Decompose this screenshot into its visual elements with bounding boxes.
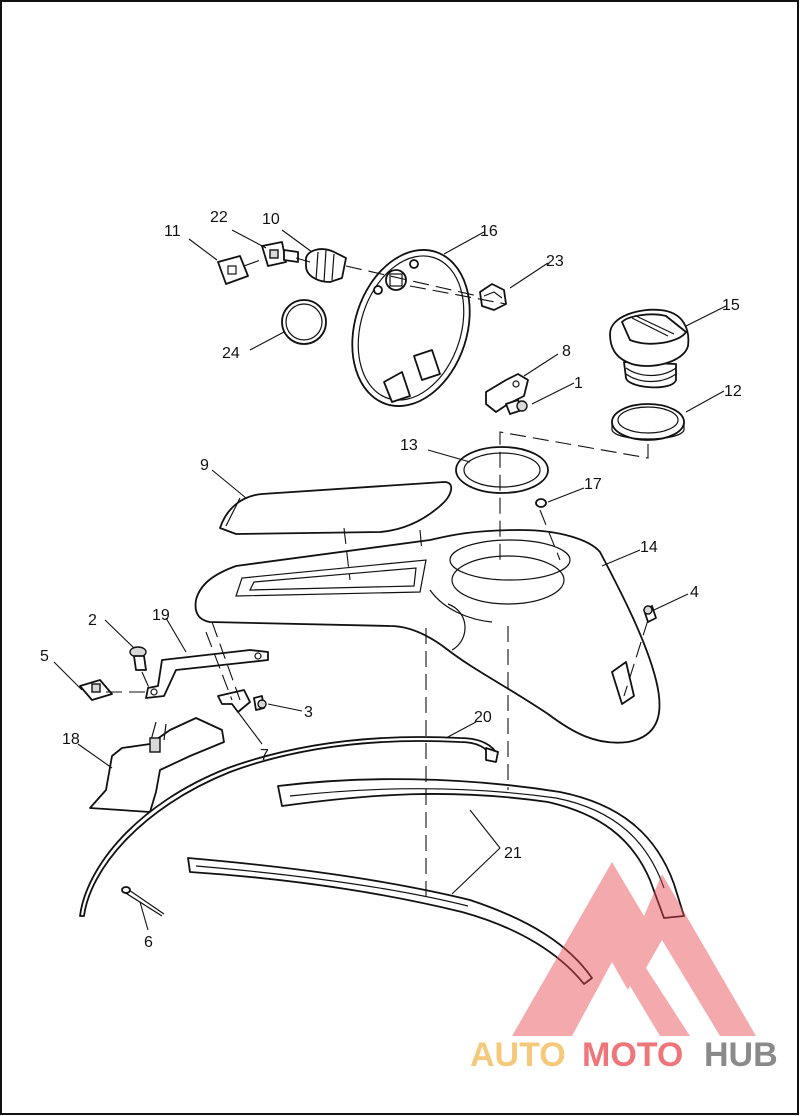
part-13-ring: [455, 446, 549, 494]
callout-1: 1: [574, 375, 583, 392]
callout-20: 20: [474, 709, 492, 726]
part-16-door-plate: [351, 249, 471, 407]
callout-24: 24: [222, 345, 240, 362]
part-6-cotter-pin: [121, 886, 165, 917]
part-21-trim-strip-upper: [277, 778, 685, 919]
callout-6: 6: [144, 934, 153, 951]
callout-9: 9: [200, 457, 209, 474]
part-5-clip-nut: [79, 679, 113, 701]
part-10-lock-body: [305, 248, 347, 283]
watermark-text-hub: HUB: [704, 1036, 778, 1074]
watermark-text-auto: AUTO: [470, 1036, 566, 1074]
callout-21: 21: [504, 845, 522, 862]
part-21-trim-strip-lower: [187, 857, 593, 985]
callout-23: 23: [546, 253, 564, 270]
part-22-lock-cylinder: [261, 241, 299, 267]
callout-7: 7: [260, 747, 269, 764]
callout-15: 15: [722, 297, 740, 314]
part-4-screw: [643, 605, 657, 623]
part-8-hinge-bracket: [485, 373, 529, 413]
callout-8: 8: [562, 343, 571, 360]
part-9-pad: [219, 481, 453, 535]
callout-13: 13: [400, 437, 418, 454]
part-14-console: [194, 529, 661, 744]
part-2-bolt: [129, 646, 147, 671]
part-24-o-ring: [281, 299, 327, 345]
callouts: 1 2 3 4 5 6 7 8 9 10 11 12 13 14 15 16 1…: [40, 209, 742, 951]
watermark-logo: [512, 862, 756, 1036]
callout-4: 4: [690, 584, 699, 601]
callout-12: 12: [724, 383, 742, 400]
callout-18: 18: [62, 731, 80, 748]
callout-17: 17: [584, 476, 602, 493]
callout-3: 3: [304, 704, 313, 721]
part-19-bracket: [145, 649, 269, 699]
part-15-fuel-cap: [609, 308, 690, 389]
callout-2: 2: [88, 612, 97, 629]
part-1-screw: [505, 399, 528, 415]
part-17-bumper: [535, 498, 547, 508]
callout-19: 19: [152, 607, 170, 624]
part-12-gasket: [611, 403, 685, 441]
part-18-latch: [89, 717, 225, 813]
watermark-triangle-icon: [512, 862, 756, 1036]
part-3-screw: [253, 695, 267, 711]
part-11-key-plate: [217, 255, 249, 285]
assembly-lines: [106, 257, 649, 900]
callout-22: 22: [210, 209, 228, 226]
callout-11: 11: [164, 223, 181, 240]
callout-5: 5: [40, 648, 49, 665]
leader-lines: [53, 229, 727, 931]
callout-16: 16: [480, 223, 498, 240]
watermark-text: AUTO MOTO HUB: [470, 1036, 778, 1074]
watermark-text-moto: MOTO: [582, 1036, 683, 1074]
callout-14: 14: [640, 539, 658, 556]
callout-10: 10: [262, 211, 280, 228]
part-20-cable: [79, 736, 499, 917]
